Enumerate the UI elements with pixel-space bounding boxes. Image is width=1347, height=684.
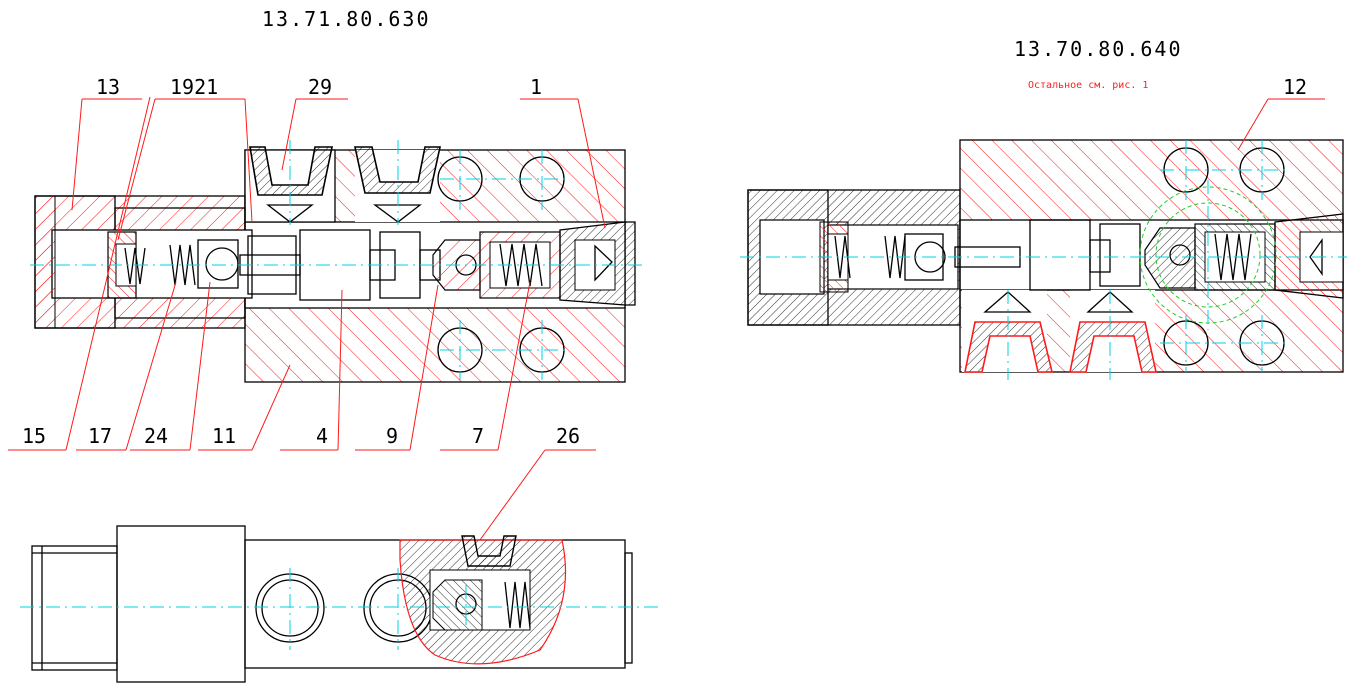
seal-cup-29b — [354, 146, 441, 194]
callout-1921: 1921 — [170, 75, 218, 99]
outside-view-bottom — [20, 525, 660, 683]
title-left: 13.71.80.630 — [262, 7, 431, 31]
callout-4: 4 — [316, 424, 328, 448]
section-view-right: 12 — [740, 75, 1347, 380]
seal-cup-right-a — [964, 321, 1054, 373]
note-see-figure: Остальное см. рис. 1 — [1028, 80, 1148, 91]
seal-cup-right-b — [1069, 321, 1157, 373]
callout-17: 17 — [88, 424, 112, 448]
title-right: 13.70.80.640 — [1014, 37, 1183, 61]
spring-7 — [499, 243, 543, 287]
callout-29: 29 — [308, 75, 332, 99]
callouts-left: 13 1921 29 1 15 17 24 11 4 9 7 — [8, 75, 606, 541]
seal-cup-29a — [249, 146, 333, 196]
callout-24: 24 — [144, 424, 168, 448]
callout-12: 12 — [1283, 75, 1307, 99]
callout-26: 26 — [556, 424, 580, 448]
callout-7: 7 — [472, 424, 484, 448]
callout-11: 11 — [212, 424, 236, 448]
callout-13: 13 — [96, 75, 120, 99]
spring-17 — [124, 247, 146, 285]
callout-1: 1 — [530, 75, 542, 99]
section-view-left — [30, 140, 645, 383]
spring-24 — [169, 244, 196, 286]
callout-15: 15 — [22, 424, 46, 448]
callout-9: 9 — [386, 424, 398, 448]
